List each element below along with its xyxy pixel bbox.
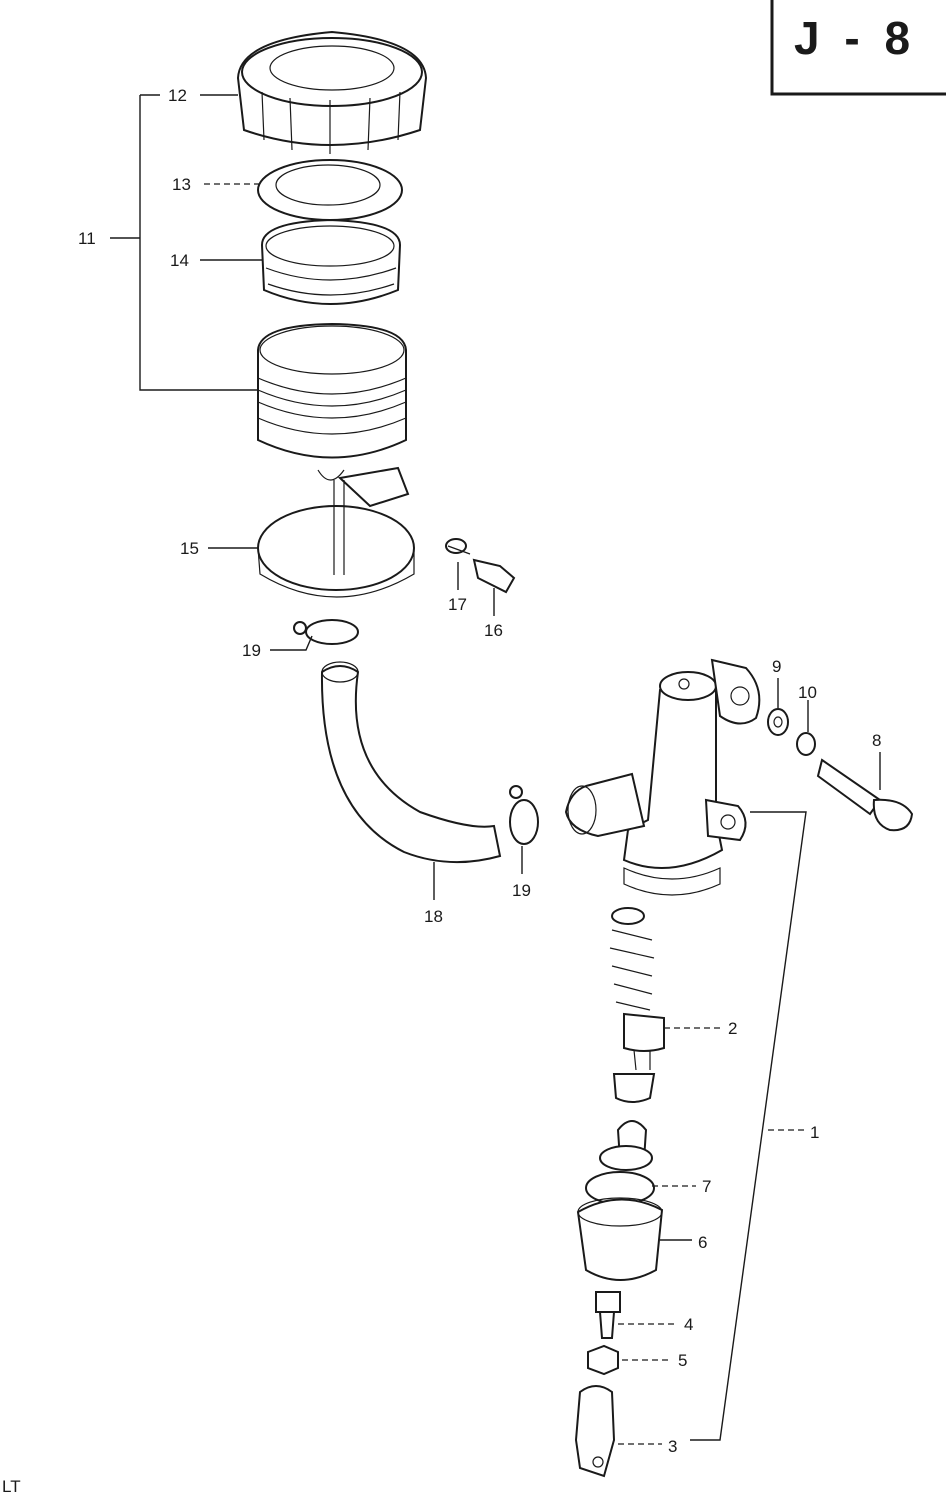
part-hose (320, 661, 502, 864)
callout-7: 7 (702, 1177, 711, 1196)
part-bracket-band (257, 466, 415, 598)
section-code: J - 8 (794, 12, 916, 64)
callout-labels: 1 2 3 4 5 6 7 8 9 10 11 12 13 14 15 16 1… (78, 86, 881, 1456)
callout-5: 5 (678, 1351, 687, 1370)
part-master-cylinder-body (564, 658, 761, 896)
callout-9: 9 (772, 657, 781, 676)
part-push-rod-4 (595, 1291, 621, 1339)
part-spring-assembly (609, 907, 665, 1103)
leader-lines (110, 94, 881, 1445)
callout-16: 16 (484, 621, 503, 640)
part-screw-16 (447, 545, 516, 594)
part-bolt-8 (816, 758, 914, 832)
callout-6: 6 (698, 1233, 707, 1252)
part-lockwasher-10 (796, 732, 816, 756)
callout-1: 1 (810, 1123, 819, 1142)
callout-18: 18 (424, 907, 443, 926)
callout-8: 8 (872, 731, 881, 750)
callout-10: 10 (798, 683, 817, 702)
callout-2: 2 (728, 1019, 737, 1038)
callout-17: 17 (448, 595, 467, 614)
part-hose-clamp-top (293, 619, 359, 645)
part-reservoir-body (257, 322, 407, 481)
callout-4: 4 (684, 1315, 693, 1334)
part-seal-7 (585, 1145, 655, 1205)
callout-12: 12 (168, 86, 187, 105)
callout-19-top: 19 (242, 641, 261, 660)
part-diaphragm (260, 218, 402, 305)
part-hose-clamp-bottom (509, 785, 539, 845)
corner-mark: LT (2, 1477, 21, 1496)
part-diaphragm-plate (257, 159, 403, 221)
part-reservoir-cap (236, 30, 428, 154)
callout-14: 14 (170, 251, 189, 270)
callout-11: 11 (78, 229, 96, 248)
part-nut-5 (587, 1344, 619, 1376)
part-washer-17 (445, 538, 467, 554)
part-washer-9 (767, 708, 789, 736)
callout-13: 13 (172, 175, 191, 194)
part-boot-6 (576, 1197, 664, 1281)
callout-19-bottom: 19 (512, 881, 531, 900)
part-clevis-3 (574, 1385, 616, 1478)
section-title-box: J - 8 (770, 0, 946, 96)
callout-15: 15 (180, 539, 199, 558)
callout-3: 3 (668, 1437, 677, 1456)
